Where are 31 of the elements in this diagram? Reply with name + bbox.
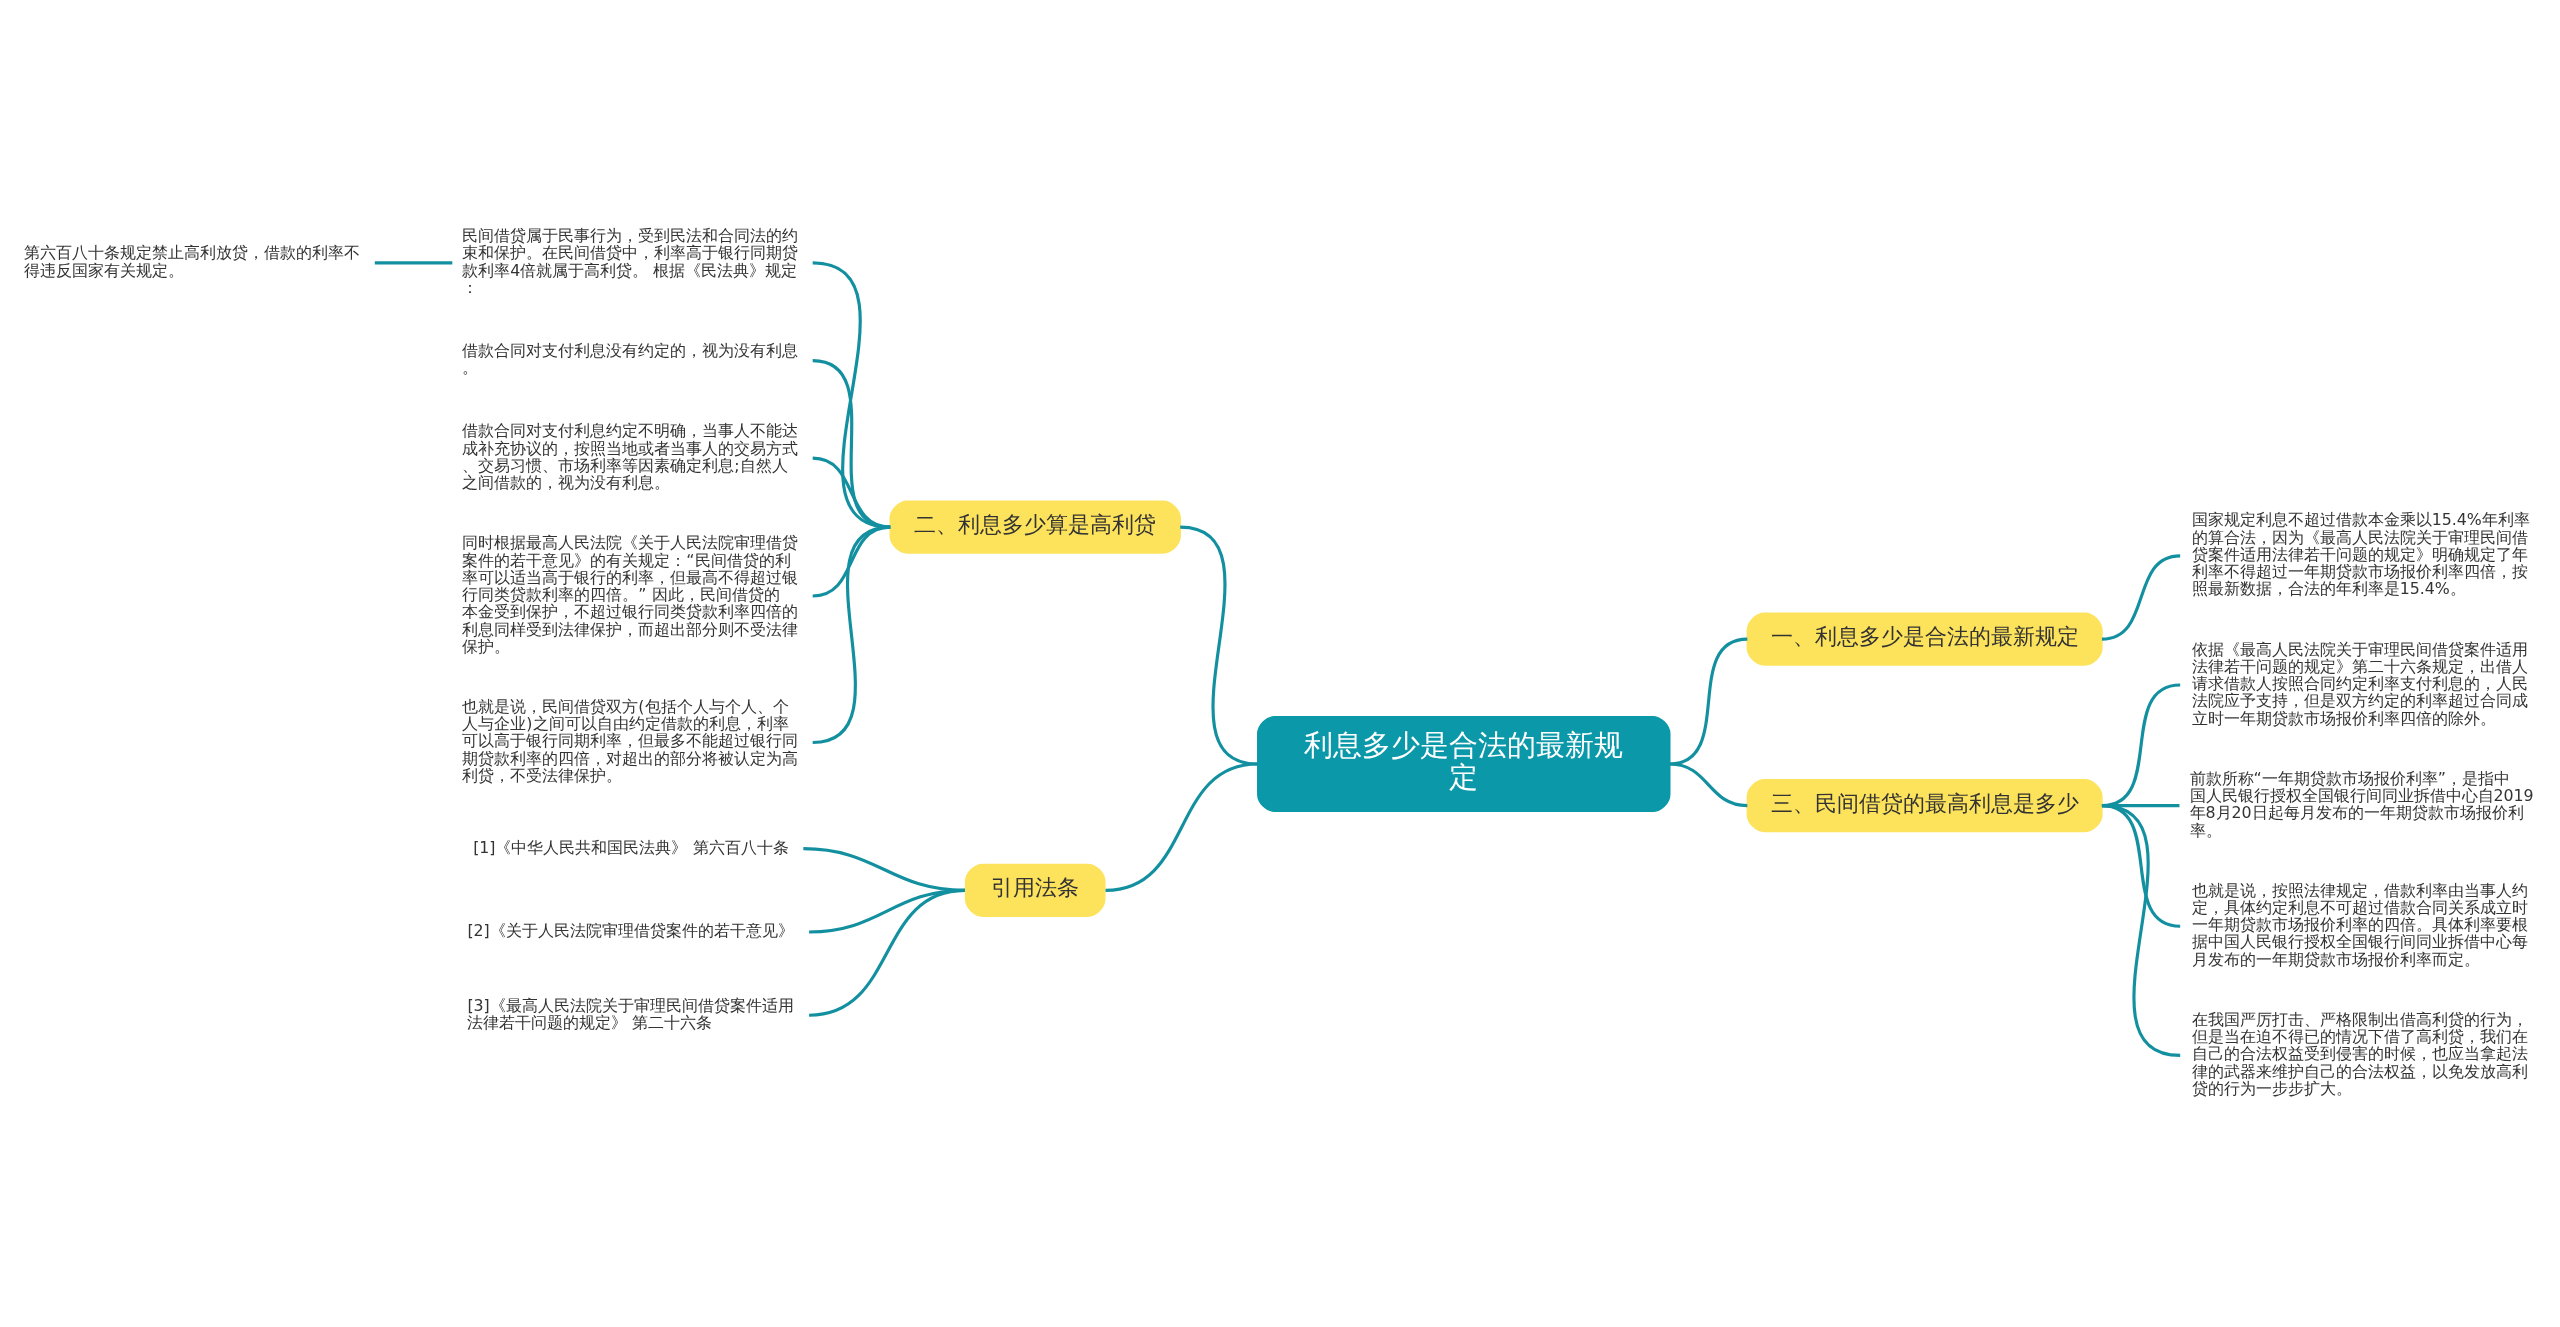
node-text: 民间借贷属于民事行为，受到民法和合同法的约束和保护。在民间借贷中，利率高于银行同期贷款利率4倍就属于高利贷。 根据《民法典》规定： xyxy=(462,226,799,297)
node-text: 第六百八十条规定禁止高利放贷，借款的利率不得违反国家有关规定。 xyxy=(24,243,361,280)
node-text: 借款合同对支付利息没有约定的，视为没有利息。 xyxy=(462,340,799,378)
node-text: [2]《关于人民法院审理借贷案件的若干意见》 xyxy=(467,920,794,940)
connector xyxy=(1669,762,1748,808)
connector xyxy=(812,261,891,529)
node-text: 依据《最高人民法院关于审理民间借贷案件适用法律若干问题的规定》第二十六条规定，出借人请求借款人按照合同约定利率支付利息的，人民法院应予支持，但是双方约定的利率超过合同成立时一年期贷款市场报价利率四倍的除外。 xyxy=(2192,639,2529,728)
node-text: 借款合同对支付利息约定不明确，当事人不能达成补充协议的，按照当地或者当事人的交易方式、交易习惯、市场利率等因素确定利息;自然人之间借款的，视为没有利息。 xyxy=(462,421,799,493)
node-text: 前款所称“一年期贷款市场报价利率”，是指中国人民银行授权全国银行间同业拆借中心自2019年8月20日起每月发布的一年期贷款市场报价利率。 xyxy=(2189,768,2534,840)
connector xyxy=(812,359,891,529)
connector xyxy=(808,888,966,1017)
connector xyxy=(1179,525,1259,766)
node-text: 同时根据最高人民法院《关于人民法院审理借贷案件的若干意见》的有关规定：“民间借贷的利率可以适当高于银行的利率，但最高不得超过银行同类贷款利率的四倍。” 因此，民间借贷的本金受到保护，不超过银行同类贷款利率四倍的利息同样受到法律保护，而超出部分则不受法律保护。 xyxy=(462,533,799,656)
node-text: 也就是说，按照法律规定，借款利率由当事人约定，具体约定利息不可超过借款合同关系成立时一年期贷款市场报价利率的四倍。具体利率要根据中国人民银行授权全国银行间同业拆借中心每月发布的一年期贷款市场报价利率而定。 xyxy=(2192,880,2529,969)
node-text: 国家规定利息不超过借款本金乘以15.4%年利率的算合法，因为《最高人民法院关于审理民间借贷案件适用法律若干问题的规定》明确规定了年利率不得超过一年期贷款市场报价利率四倍，按照最新数据，合法的年利率是15.4%。 xyxy=(2191,510,2530,599)
node-box: 二、利息多少算是高利贷 xyxy=(889,500,1181,554)
node-text: 也就是说，民间借贷双方(包括个人与个人、个人与企业)之间可以自由约定借款的利息，利率可以高于银行同期利率，但最多不能超过银行同期贷款利率的四倍，对超出的部分将被认定为高利贷，不受法律保护。 xyxy=(462,697,799,785)
connector xyxy=(374,261,453,265)
node-box: 引用法条 xyxy=(964,863,1106,917)
node-box: 利息多少是合法的最新规定 xyxy=(1257,715,1671,813)
node-box: 一、利息多少是合法的最新规定 xyxy=(1746,612,2103,666)
connector xyxy=(1105,762,1258,892)
connector xyxy=(2101,804,2181,1057)
connector xyxy=(812,525,891,744)
connector xyxy=(2101,554,2181,641)
node-text: [1]《中华人民共和国民法典》 第六百八十条 xyxy=(473,837,789,857)
connector xyxy=(812,456,891,529)
node-text: [3]《最高人民法院关于审理民间借贷案件适用法律若干问题的规定》 第二十六条 xyxy=(467,995,794,1032)
connector xyxy=(1669,637,1748,766)
node-text: 在我国严厉打击、严格限制出借高利贷的行为，但是当在迫不得已的情况下借了高利贷，我们在自己的合法权益受到侵害的时候，也应当拿起法律的武器来维护自己的合法权益，以免发放高利贷的行为一步步扩大。 xyxy=(2192,1010,2529,1098)
node-box: 三、民间借贷的最高利息是多少 xyxy=(1746,779,2103,833)
